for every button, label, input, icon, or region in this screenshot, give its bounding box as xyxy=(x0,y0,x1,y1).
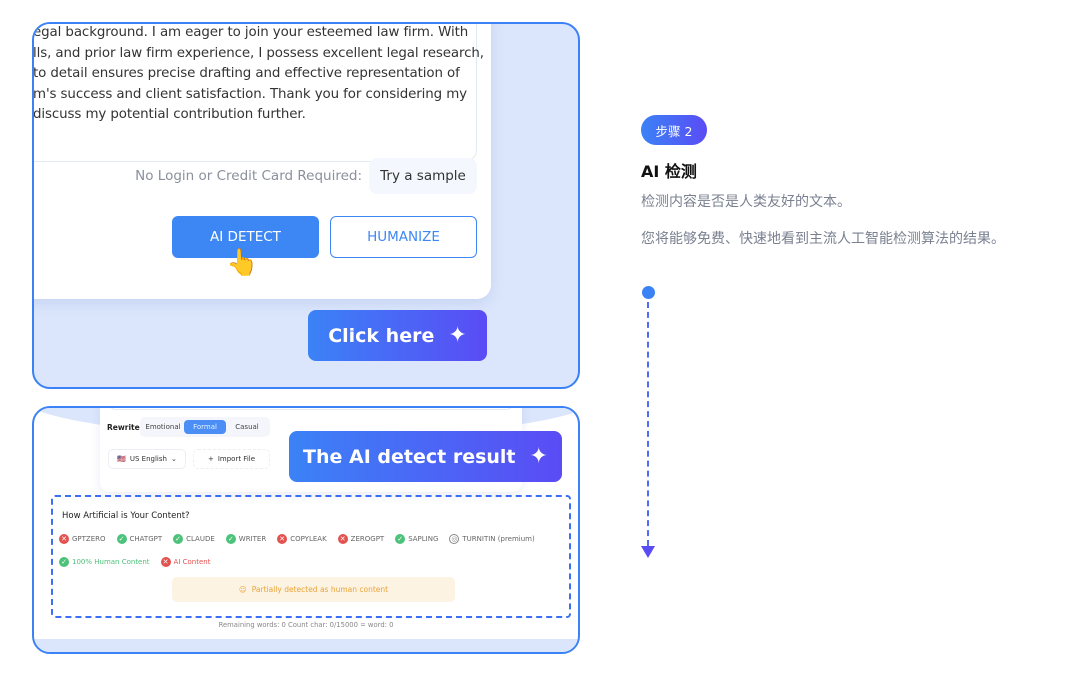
lock-circle-icon: ◎ xyxy=(449,534,460,544)
check-circle-icon: ✓ xyxy=(59,557,69,567)
input-card: egal background. I am eager to join your… xyxy=(34,24,491,299)
rewrite-option-casual[interactable]: Casual xyxy=(235,423,259,431)
detector-copyleak: ✕COPYLEAK xyxy=(277,534,327,544)
click-here-label: Click here xyxy=(328,324,435,347)
detector-list: ✕GPTZERO ✓CHATGPT ✓CLAUDE ✓WRITER ✕COPYL… xyxy=(59,534,535,544)
step-description-detail: 您将能够免费、快速地看到主流人工智能检测算法的结果。 xyxy=(641,231,1005,247)
verdict-banner: ☺ Partially detected as human content xyxy=(172,577,455,602)
language-select[interactable]: 🇺🇸 US English ⌄ xyxy=(108,449,186,469)
ai-detect-result-callout: The AI detect result ✦ xyxy=(289,431,562,482)
sparkle-icon: ✦ xyxy=(448,323,467,348)
step1-screenshot-panel: egal background. I am eager to join your… xyxy=(32,22,580,389)
word-count-footer: Remaining words: 0 Count char: 0/15000 =… xyxy=(218,621,394,629)
no-login-label: No Login or Credit Card Required: xyxy=(135,168,362,184)
text-input-area[interactable] xyxy=(108,408,514,410)
text-line: m's success and client satisfaction. Tha… xyxy=(33,86,467,102)
plus-icon: + xyxy=(207,455,214,463)
step-description: 检测内容是否是人类友好的文本。 xyxy=(641,194,851,210)
chevron-down-icon: ⌄ xyxy=(170,455,177,463)
text-line: egal background. I am eager to join your… xyxy=(33,25,469,40)
us-flag-icon: 🇺🇸 xyxy=(117,455,126,463)
timeline-dot xyxy=(642,286,655,299)
detector-claude: ✓CLAUDE xyxy=(173,534,215,544)
x-circle-icon: ✕ xyxy=(160,557,171,567)
hand-cursor-icon: 👆 xyxy=(226,248,259,278)
legend-ai: ✕AI Content xyxy=(160,557,210,567)
text-input-area[interactable]: egal background. I am eager to join your… xyxy=(34,24,484,162)
verdict-text: Partially detected as human content xyxy=(251,585,389,594)
x-circle-icon: ✕ xyxy=(337,534,348,544)
import-label: Import File xyxy=(217,455,256,463)
legend-human: ✓100% Human Content xyxy=(59,557,150,567)
try-sample-button[interactable]: Try a sample xyxy=(369,158,477,194)
text-line: discuss my potential contribution furthe… xyxy=(33,107,306,122)
sparkle-icon: ✦ xyxy=(529,444,548,469)
check-circle-icon: ✓ xyxy=(225,534,236,544)
timeline-dashed-line xyxy=(647,302,649,546)
panel-bottom-strip xyxy=(34,639,578,652)
rewrite-option-emotional[interactable]: Emotional xyxy=(145,423,181,431)
check-circle-icon: ✓ xyxy=(173,534,184,544)
detector-chatgpt: ✓CHATGPT xyxy=(116,534,162,544)
smiley-icon: ☺ xyxy=(238,585,247,594)
x-circle-icon: ✕ xyxy=(277,534,288,544)
rewrite-label: Rewrite: xyxy=(107,423,143,432)
rewrite-segmented-control[interactable]: Emotional Formal Casual xyxy=(140,417,270,437)
ai-detect-button[interactable]: AI DETECT xyxy=(172,216,319,258)
check-circle-icon: ✓ xyxy=(116,534,127,544)
detector-writer: ✓WRITER xyxy=(225,534,266,544)
click-here-callout: Click here ✦ xyxy=(308,310,487,361)
result-legend: ✓100% Human Content ✕AI Content xyxy=(59,557,210,567)
import-file-button[interactable]: + Import File xyxy=(193,449,270,469)
x-circle-icon: ✕ xyxy=(59,534,69,544)
detector-turnitin: ◎TURNITIN (premium) xyxy=(449,534,535,544)
rewrite-option-formal[interactable]: Formal xyxy=(184,420,226,434)
step-badge: 步骤 2 xyxy=(641,115,707,145)
result-callout-label: The AI detect result xyxy=(303,445,516,468)
timeline-arrow-icon xyxy=(641,546,655,558)
detection-result-box: How Artificial is Your Content? ✕GPTZERO… xyxy=(51,495,571,618)
language-label: US English xyxy=(129,455,167,463)
text-line: to detail ensures precise drafting and e… xyxy=(33,66,460,81)
detector-gptzero: ✕GPTZERO xyxy=(59,534,106,544)
check-circle-icon: ✓ xyxy=(395,534,406,544)
detector-zerogpt: ✕ZEROGPT xyxy=(337,534,384,544)
humanize-button[interactable]: HUMANIZE xyxy=(330,216,477,258)
detector-sapling: ✓SAPLING xyxy=(395,534,438,544)
step-title: AI 检测 xyxy=(641,162,697,181)
step2-screenshot-panel: Rewrite: Emotional Formal Casual 🇺🇸 US E… xyxy=(32,406,580,654)
text-line: lls, and prior law firm experience, I po… xyxy=(33,45,484,61)
result-question: How Artificial is Your Content? xyxy=(62,511,190,521)
